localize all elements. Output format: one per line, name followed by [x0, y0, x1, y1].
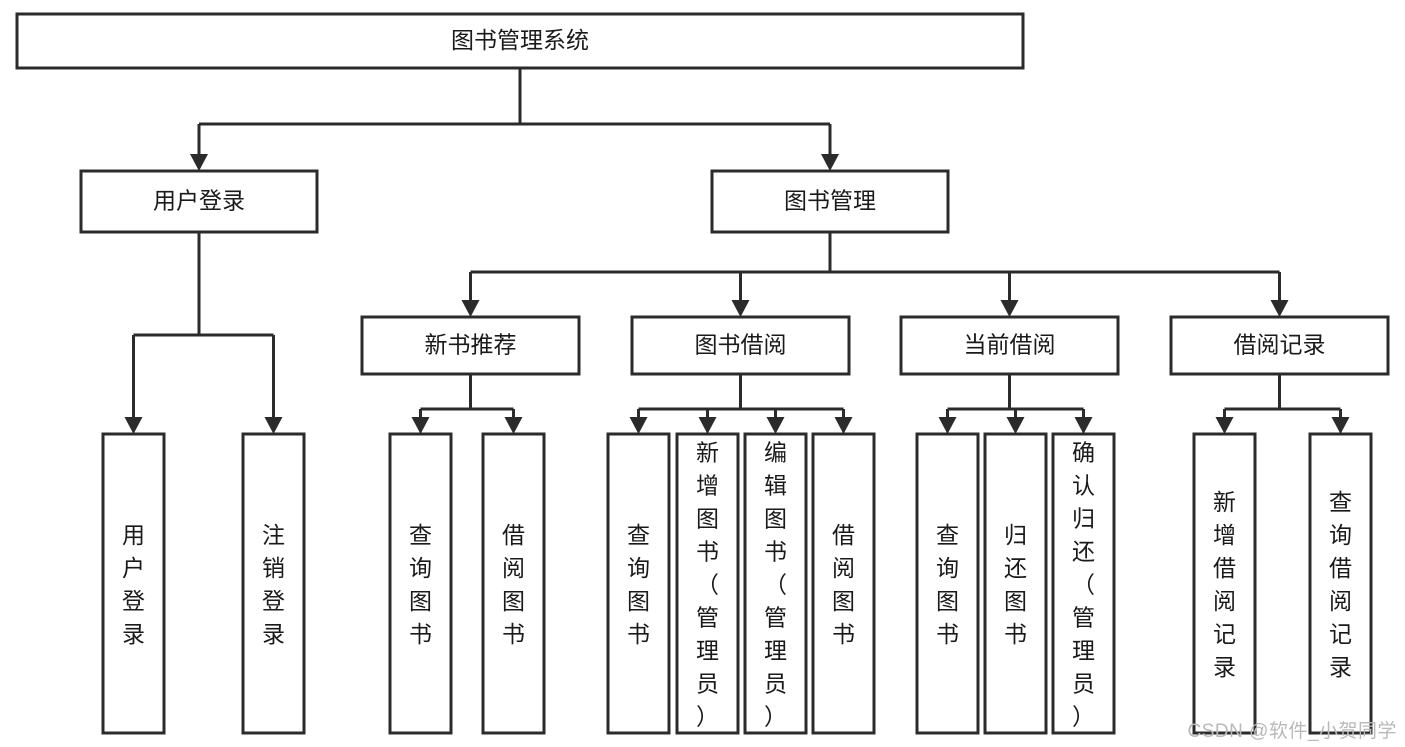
node-box [79, 169, 319, 234]
node-box [481, 432, 546, 735]
node-box [606, 432, 671, 735]
node-box [1308, 432, 1373, 735]
edge-arrowhead [834, 417, 853, 434]
node-root[interactable]: 图书管理系统 [15, 12, 1025, 70]
node-box [811, 432, 876, 735]
edge-arrowhead [1006, 417, 1025, 434]
node-box [710, 169, 950, 234]
node-book-borrow[interactable]: 图书借阅 [630, 315, 851, 376]
edge-arrowhead [504, 417, 523, 434]
node-leaf-query-book-1[interactable]: 查询图书 [388, 432, 453, 735]
node-leaf-edit-book[interactable]: 编辑图书（管理员） [743, 432, 808, 735]
edge-arrowhead [461, 300, 480, 317]
nodes-layer: 图书管理系统用户登录图书管理新书推荐图书借阅当前借阅借阅记录用户登录注销登录查询… [15, 12, 1390, 735]
edge-group-book-manage [461, 232, 1289, 317]
node-box [899, 315, 1120, 376]
edge-arrowhead [1215, 417, 1234, 434]
node-label: 新增借阅记录 [1213, 489, 1236, 680]
node-label: 新增图书（管理员） [696, 440, 719, 730]
edge-group-book-borrow [629, 374, 853, 434]
node-current-borrow[interactable]: 当前借阅 [899, 315, 1120, 376]
node-box [388, 432, 453, 735]
node-label: 用户登录 [122, 522, 145, 647]
node-label: 图书借阅 [695, 332, 787, 358]
node-label: 图书管理 [784, 188, 876, 214]
node-box [1192, 432, 1257, 735]
node-label: 注销登录 [262, 522, 285, 647]
edge-arrowhead [698, 417, 717, 434]
node-label: 图书管理系统 [451, 27, 589, 53]
node-leaf-query-book-3[interactable]: 查询图书 [915, 432, 980, 735]
edge-arrowhead [190, 154, 208, 171]
edge-arrowhead [1331, 417, 1350, 434]
node-leaf-add-record[interactable]: 新增借阅记录 [1192, 432, 1257, 735]
node-leaf-query-record[interactable]: 查询借阅记录 [1308, 432, 1373, 735]
node-box [101, 432, 166, 735]
watermark-text: CSDN @软件_小贺同学 [1187, 721, 1397, 742]
edge-arrowhead [264, 417, 283, 434]
node-book-manage[interactable]: 图书管理 [710, 169, 950, 234]
node-label: 借阅图书 [832, 522, 855, 647]
node-leaf-logout[interactable]: 注销登录 [241, 432, 306, 735]
edge-arrowhead [629, 417, 648, 434]
node-leaf-user-login[interactable]: 用户登录 [101, 432, 166, 735]
edge-arrowhead [766, 417, 785, 434]
node-label: 确认归还（管理员） [1072, 440, 1095, 730]
edge-group-root [190, 68, 839, 171]
node-label: 查询借阅记录 [1329, 489, 1352, 680]
node-leaf-borrow-book-1[interactable]: 借阅图书 [481, 432, 546, 735]
edge-arrowhead [124, 417, 143, 434]
node-label: 查询图书 [409, 522, 432, 647]
node-box [1051, 432, 1116, 735]
node-leaf-borrow-book-2[interactable]: 借阅图书 [811, 432, 876, 735]
edge-arrowhead [731, 300, 750, 317]
node-leaf-return-book[interactable]: 归还图书 [983, 432, 1048, 735]
edge-arrowhead [1000, 300, 1019, 317]
edge-arrowhead [938, 417, 957, 434]
node-box [1169, 315, 1390, 376]
node-box [630, 315, 851, 376]
edge-group-borrow-record [1215, 374, 1350, 434]
node-user-login[interactable]: 用户登录 [79, 169, 319, 234]
edge-group-current-borrow [938, 374, 1093, 434]
node-label: 归还图书 [1004, 522, 1027, 647]
node-label: 借阅记录 [1234, 332, 1326, 358]
node-label: 查询图书 [627, 522, 650, 647]
node-leaf-confirm-return[interactable]: 确认归还（管理员） [1051, 432, 1116, 735]
node-box [15, 12, 1025, 70]
node-label: 借阅图书 [502, 522, 525, 647]
node-box [915, 432, 980, 735]
node-new-book-rec[interactable]: 新书推荐 [360, 315, 581, 376]
node-leaf-add-book[interactable]: 新增图书（管理员） [675, 432, 740, 735]
edge-arrowhead [1270, 300, 1289, 317]
node-leaf-query-book-2[interactable]: 查询图书 [606, 432, 671, 735]
edge-group-new-book-rec [411, 374, 523, 434]
edge-arrowhead [411, 417, 430, 434]
node-box [360, 315, 581, 376]
node-label: 当前借阅 [964, 332, 1056, 358]
node-borrow-record[interactable]: 借阅记录 [1169, 315, 1390, 376]
node-box [675, 432, 740, 735]
node-label: 编辑图书（管理员） [764, 440, 787, 730]
node-box [241, 432, 306, 735]
node-box [743, 432, 808, 735]
node-label: 用户登录 [153, 188, 245, 214]
edge-arrowhead [821, 154, 839, 171]
edge-group-user-login [124, 232, 283, 434]
edge-arrowhead [1074, 417, 1093, 434]
node-label: 查询图书 [936, 522, 959, 647]
node-label: 新书推荐 [425, 332, 517, 358]
node-box [983, 432, 1048, 735]
edges-layer [124, 68, 1350, 434]
